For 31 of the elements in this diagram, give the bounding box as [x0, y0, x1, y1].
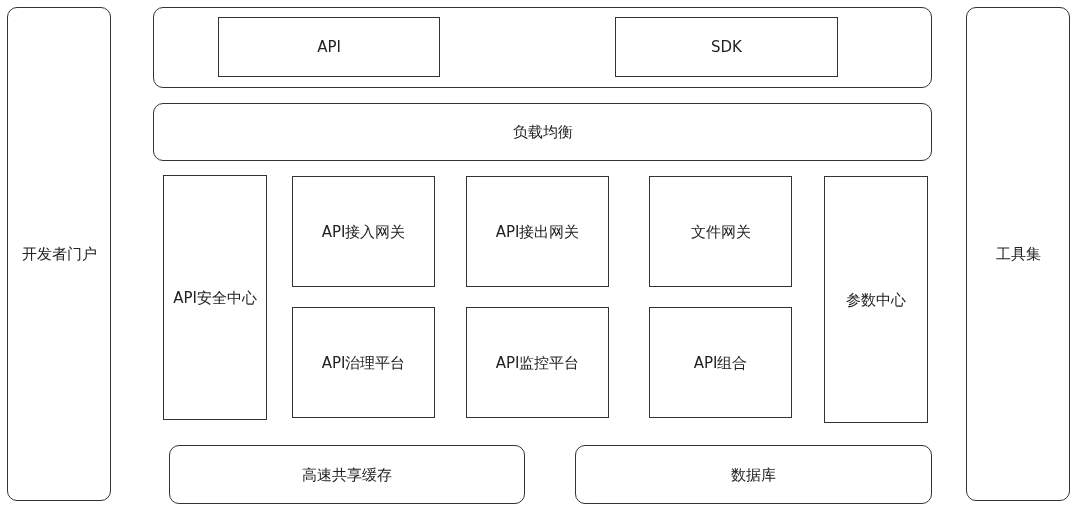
component-box: [575, 445, 932, 504]
container-box: [153, 7, 932, 88]
box-label: API: [316, 37, 342, 58]
component-box: [7, 7, 111, 501]
box-label: API组合: [692, 352, 749, 374]
component-box: [163, 175, 267, 420]
box-label: 负载均衡: [511, 122, 574, 143]
component-box: [649, 307, 792, 418]
component-box: [466, 307, 609, 418]
component-box: [466, 176, 609, 287]
component-box: [649, 176, 792, 287]
box-label: 参数中心: [845, 289, 907, 311]
box-label: API治理平台: [320, 352, 407, 374]
component-box: [292, 176, 435, 287]
component-box: [292, 307, 435, 418]
component-box: [615, 17, 838, 77]
box-label: API监控平台: [494, 352, 581, 374]
box-label: 开发者门户: [20, 244, 98, 265]
component-box: [824, 176, 928, 423]
component-box: [966, 7, 1070, 501]
component-box: [169, 445, 525, 504]
box-label: 工具集: [994, 244, 1042, 265]
box-label: 高速共享缓存: [301, 464, 393, 486]
box-label: 文件网关: [689, 221, 752, 243]
box-label: API接入网关: [320, 221, 407, 243]
component-box: [153, 103, 932, 161]
box-label: 数据库: [730, 464, 777, 486]
box-label: SDK: [710, 37, 743, 58]
box-label: API接出网关: [494, 221, 581, 243]
box-label: API安全中心: [172, 287, 258, 309]
component-box: [218, 17, 440, 77]
